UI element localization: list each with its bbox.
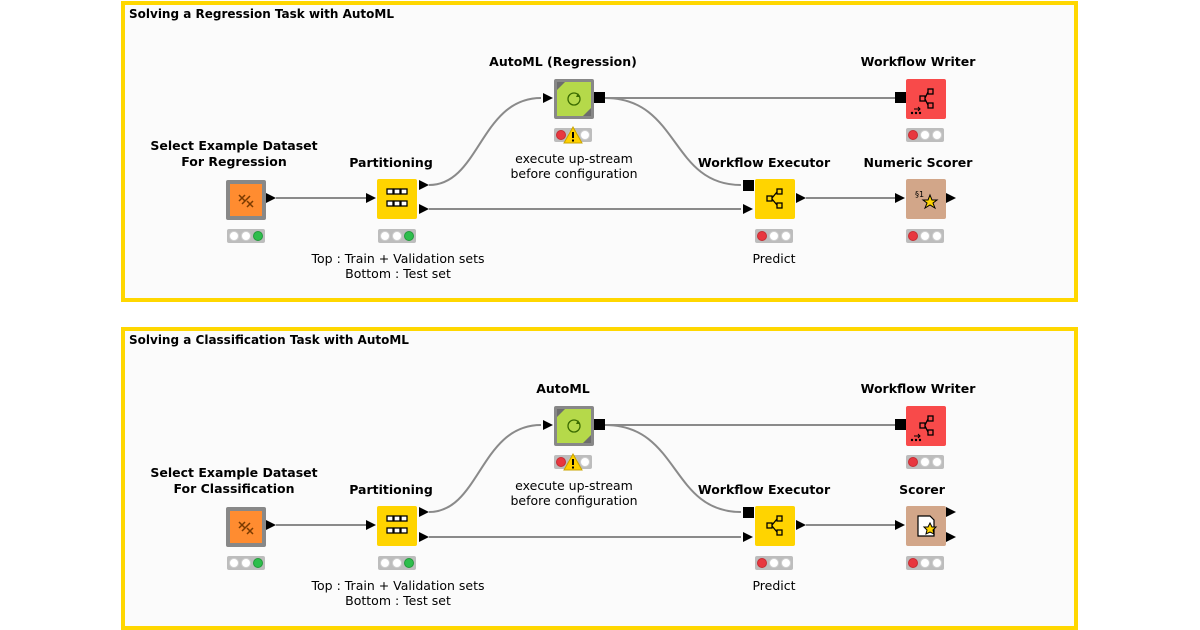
node-label-automl: AutoML (536, 381, 590, 396)
numeric-scorer-node[interactable]: §1 (906, 179, 946, 219)
annotation-title: Solving a Classification Task with AutoM… (129, 333, 409, 347)
automl-component-node[interactable] (554, 79, 594, 119)
wire (428, 97, 542, 186)
wire (428, 424, 542, 513)
numeric-scorer-icon: §1 (915, 190, 939, 210)
node-label-partitioning: Partitioning (349, 155, 433, 170)
node-label-select-dataset: Select Example Dataset For Classificatio… (150, 465, 318, 496)
scorer-node[interactable] (906, 506, 946, 546)
node-status-lights (906, 128, 944, 142)
wire (604, 424, 742, 513)
node-label-scorer: Scorer (899, 482, 945, 497)
node-status-lights (378, 556, 416, 570)
workflow-executor-icon (766, 188, 783, 209)
node-status-lights (227, 229, 265, 243)
partitioning-note: Top : Train + Validation sets Bottom : T… (311, 578, 485, 608)
workflow-writer-node[interactable] (906, 79, 946, 119)
workflow-executor-node[interactable] (755, 506, 795, 546)
table-partition-icon (386, 188, 408, 207)
table-partition-icon (386, 515, 408, 534)
warning-icon (563, 453, 583, 471)
wire (604, 97, 742, 186)
node-status-lights (378, 229, 416, 243)
automl-component-node[interactable] (554, 406, 594, 446)
node-label-select-dataset: Select Example Dataset For Regression (150, 138, 318, 169)
partitioning-node[interactable] (377, 179, 417, 219)
scorer-icon (917, 515, 938, 537)
component-loop-icon (557, 409, 591, 443)
workflow-executor-node[interactable] (755, 179, 795, 219)
node-status-lights (906, 229, 944, 243)
workflow-writer-node[interactable] (906, 406, 946, 446)
select-dataset-node[interactable] (226, 507, 266, 547)
svg-text:§1: §1 (915, 190, 924, 199)
workflow-annotation-classification[interactable]: Solving a Classification Task with AutoM… (121, 327, 1078, 630)
node-label-workflow-executor: Workflow Executor (697, 155, 831, 170)
component-loop-icon (557, 82, 591, 116)
workflow-writer-icon (910, 88, 934, 115)
node-label-workflow-writer: Workflow Writer (860, 381, 976, 396)
select-dataset-node[interactable] (226, 180, 266, 220)
node-label-partitioning: Partitioning (349, 482, 433, 497)
partitioning-note: Top : Train + Validation sets Bottom : T… (311, 251, 485, 281)
automl-note: execute up-stream before configuration (510, 151, 638, 181)
node-status-lights (906, 556, 944, 570)
node-label-numeric-scorer: Numeric Scorer (863, 155, 973, 170)
workflow-executor-icon (766, 515, 783, 536)
annotation-title: Solving a Regression Task with AutoML (129, 7, 395, 21)
dataset-reader-icon (230, 511, 262, 543)
node-status-lights (227, 556, 265, 570)
node-status-lights (906, 455, 944, 469)
node-status-lights (755, 229, 793, 243)
dataset-reader-icon (230, 184, 262, 216)
executor-note: Predict (752, 578, 796, 593)
node-label-workflow-writer: Workflow Writer (860, 54, 976, 69)
partitioning-node[interactable] (377, 506, 417, 546)
node-status-lights (755, 556, 793, 570)
warning-icon (563, 126, 583, 144)
node-label-workflow-executor: Workflow Executor (697, 482, 831, 497)
node-label-automl: AutoML (Regression) (489, 54, 637, 69)
automl-note: execute up-stream before configuration (510, 478, 638, 508)
workflow-annotation-regression[interactable]: Solving a Regression Task with AutoML (121, 1, 1078, 302)
workflow-writer-icon (910, 415, 934, 442)
executor-note: Predict (752, 251, 796, 266)
